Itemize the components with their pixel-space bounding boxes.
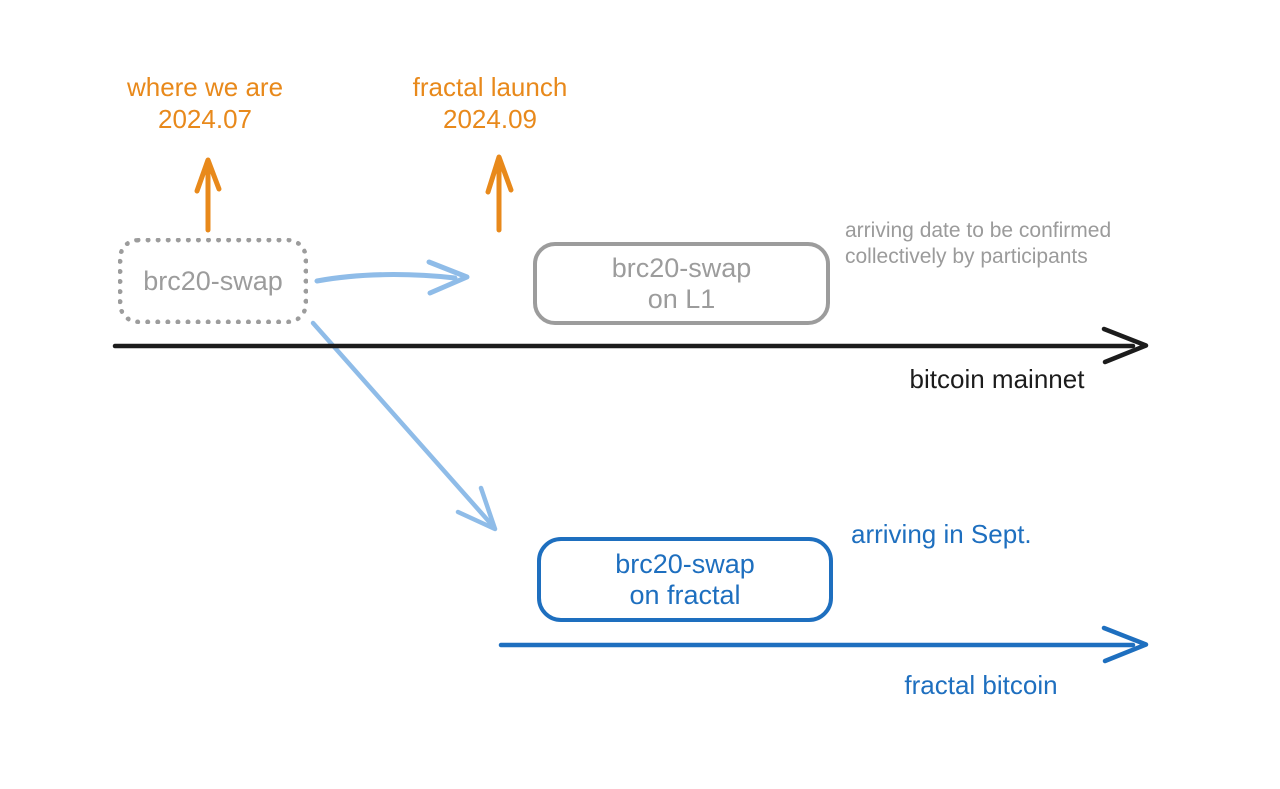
node-brc20-swap-on-fractal-line1: brc20-swap [615,548,755,579]
node-brc20-swap-on-l1-line1: brc20-swap [611,252,752,283]
milestone-fractal-launch-date: 2024.09 [443,104,537,134]
annotation-l1-arrival-line2: collectively by participants [845,245,1088,268]
node-brc20-swap-on-fractal: brc20-swap on fractal [537,537,833,622]
bitcoin-mainnet-axis [112,326,1149,365]
node-brc20-swap-on-fractal-line2: on fractal [629,579,741,610]
milestone-where-we-are-title: where we are [126,72,284,102]
axis-label-fractal-bitcoin: fractal bitcoin [904,670,1058,700]
node-brc20-swap-on-l1-line2: on L1 [647,283,716,314]
milestone-fractal-launch: fractal launch 2024.09 [375,71,605,135]
flow-arrow-to-fractal [310,320,498,532]
orange-up-arrow-fractal-launch [485,154,514,233]
fractal-bitcoin-axis [498,625,1149,664]
annotation-l1-arrival-line1: arriving date to be confirmed [845,219,1112,242]
milestone-where-we-are-date: 2024.07 [158,104,252,134]
annotation-fractal-arrival: arriving in Sept. [851,519,1032,549]
milestone-fractal-launch-title: fractal launch [412,72,568,102]
orange-up-arrow-where-we-are [194,157,222,233]
node-brc20-swap-on-l1: brc20-swap on L1 [533,242,830,325]
node-brc20-swap-label: brc20-swap [143,265,283,296]
milestone-where-we-are: where we are 2024.07 [90,71,320,135]
axis-label-bitcoin-mainnet: bitcoin mainnet [909,364,1085,394]
flow-arrow-to-l1 [314,259,470,296]
annotation-l1-arrival: arriving date to be confirmed collective… [845,218,1111,270]
node-brc20-swap: brc20-swap [118,238,308,324]
